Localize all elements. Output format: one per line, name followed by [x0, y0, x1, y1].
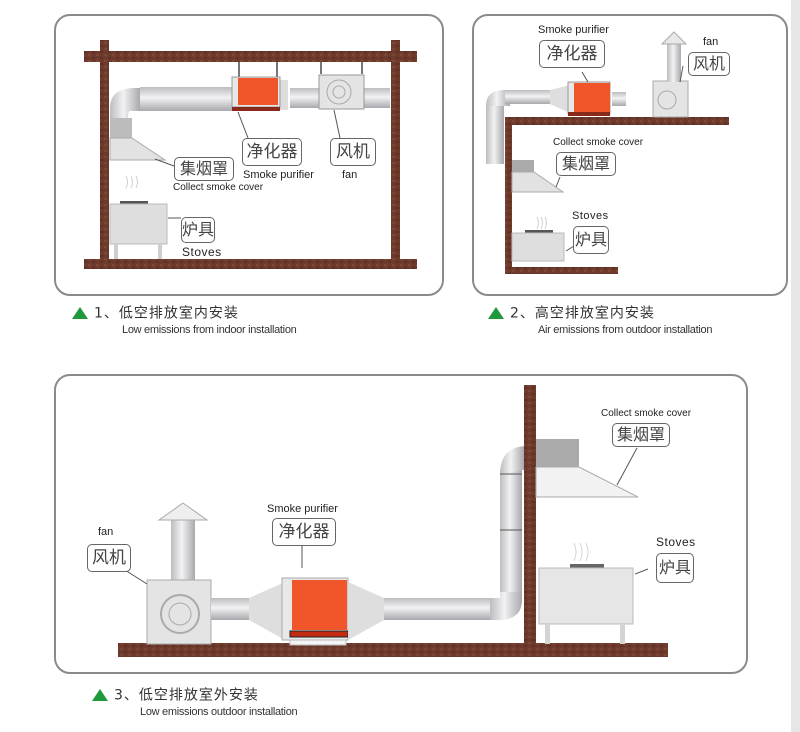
exhaust-arrow: [660, 31, 688, 45]
duct: [211, 598, 249, 620]
caption-1-en: Low emissions from indoor installation: [122, 323, 297, 336]
d3-purifier-label: 净化器: [272, 518, 336, 546]
d3-fan-label: 风机: [87, 544, 131, 572]
wall-brick: [524, 385, 536, 650]
d2-stove-label-en: Stoves: [572, 210, 609, 222]
d1-purifier-label-en: Smoke purifier: [243, 169, 314, 181]
d2-purifier-label-en: Smoke purifier: [538, 24, 609, 36]
right-wall-brick: [391, 40, 400, 260]
d1-hood-label-en: Collect smoke cover: [173, 182, 264, 193]
exhaust-arrow: [157, 502, 209, 521]
caption-1: 1、低空排放室内安装 Low emissions from indoor ins…: [72, 302, 297, 336]
pan: [120, 201, 148, 204]
caption-1-zh: 1、低空排放室内安装: [94, 305, 239, 322]
caption-2-en: Air emissions from outdoor installation: [538, 323, 713, 336]
stove: [109, 203, 168, 245]
caption-3-zh: 3、低空排放室外安装: [114, 687, 259, 704]
smoke-hood: [511, 171, 565, 193]
stove: [538, 567, 634, 625]
triangle-icon: [72, 306, 88, 319]
duct: [384, 598, 494, 620]
fan-unit: [652, 80, 689, 118]
triangle-icon: [92, 688, 108, 701]
stove: [511, 232, 565, 262]
duct-vertical: [486, 104, 504, 164]
wall-brick: [505, 117, 512, 274]
d3-stove-label-en: Stoves: [656, 535, 696, 549]
duct-elbow: [110, 88, 140, 118]
duct-elbow-top: [500, 446, 524, 475]
d3-purifier-label-en: Smoke purifier: [267, 503, 338, 515]
duct-vertical: [500, 470, 522, 592]
d2-fan-label-en: fan: [703, 36, 719, 48]
right-edge-strip: [791, 0, 800, 732]
d2-fan-label: 风机: [688, 52, 730, 76]
hood-top: [110, 118, 132, 138]
hood-top: [512, 160, 534, 172]
fan-unit: [146, 579, 212, 645]
d3-fan-label-en: fan: [98, 526, 114, 538]
d1-hood-label: 集烟罩: [174, 157, 234, 181]
floor-brick: [505, 267, 618, 274]
diagram-1: [84, 40, 417, 269]
ceiling-brick: [84, 51, 417, 62]
d3-hood-label: 集烟罩: [612, 423, 670, 447]
left-wall-brick: [100, 40, 109, 260]
caption-2-zh: 2、高空排放室内安装: [510, 305, 655, 322]
d1-stove-label: 炉具: [181, 217, 215, 243]
d1-purifier-label: 净化器: [242, 138, 302, 166]
pan: [525, 230, 553, 233]
exhaust-stack: [667, 42, 681, 82]
d1-stove-label-en: Stoves: [182, 245, 222, 259]
triangle-icon: [488, 306, 504, 319]
d1-fan-label-en: fan: [342, 169, 358, 181]
caption-3: 3、低空排放室外安装 Low emissions outdoor install…: [92, 684, 298, 718]
duct-elbow-bottom: [490, 588, 522, 620]
floor-brick: [84, 259, 417, 269]
diagram-2: [486, 31, 729, 274]
roof-brick: [505, 117, 729, 125]
d2-stove-label: 炉具: [573, 226, 609, 254]
caption-2: 2、高空排放室内安装 Air emissions from outdoor in…: [488, 302, 712, 336]
diagram-3: [116, 385, 668, 657]
hood-top: [536, 439, 579, 467]
smoke-hood: [109, 137, 167, 161]
d2-hood-label-en: Collect smoke cover: [553, 137, 644, 148]
pan: [570, 564, 604, 568]
d2-hood-label: 集烟罩: [556, 152, 616, 176]
duct: [505, 90, 550, 104]
d3-hood-label-en: Collect smoke cover: [601, 408, 692, 419]
d1-fan-label: 风机: [330, 138, 376, 166]
duct: [140, 87, 235, 111]
d2-purifier-label: 净化器: [539, 40, 605, 68]
smoke-hood: [535, 466, 639, 498]
floor-brick: [118, 643, 668, 657]
caption-3-en: Low emissions outdoor installation: [140, 705, 298, 718]
d3-stove-label: 炉具: [656, 553, 694, 583]
